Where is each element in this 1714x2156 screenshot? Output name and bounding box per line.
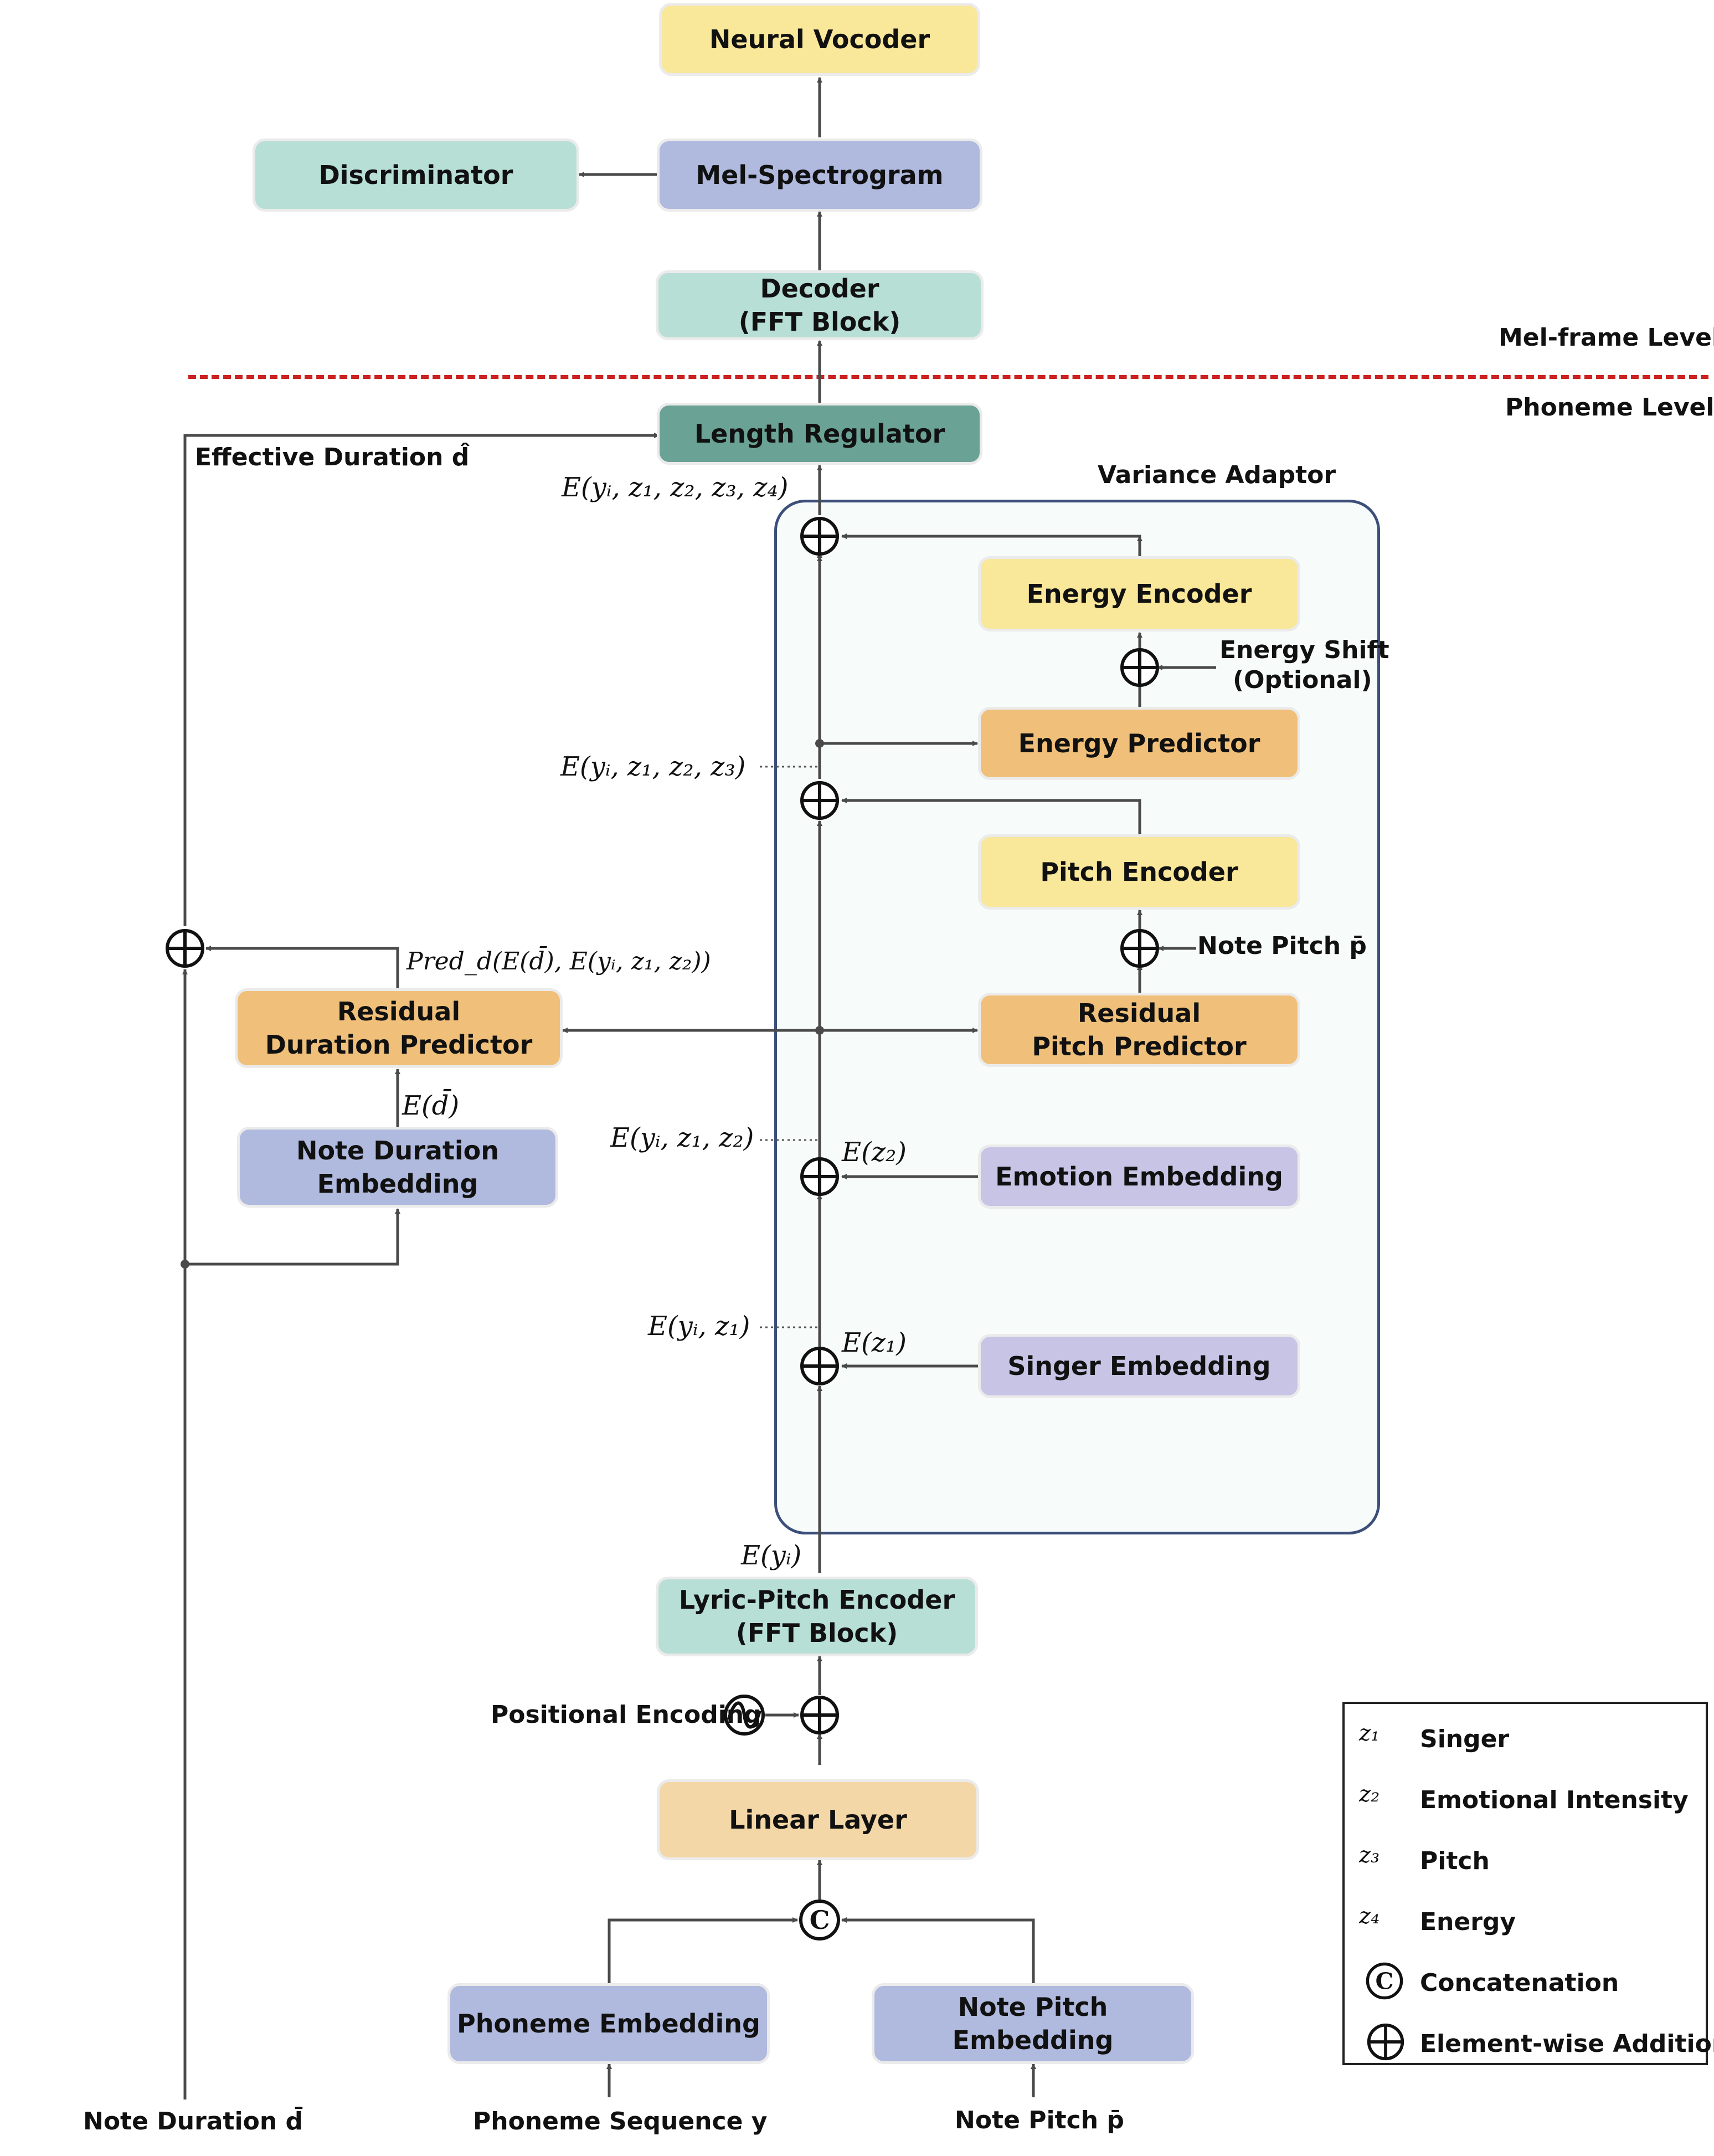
variance-adaptor-label: Variance Adaptor [1098,461,1336,489]
energy-shift-label: Energy Shift [1219,636,1389,664]
legend-item: z₁ Singer [1345,1715,1706,1759]
legend-label: Energy [1420,1908,1516,1936]
plus-circle-icon [800,1157,839,1196]
legend-label: Concatenation [1420,1969,1619,1997]
legend-item: Element-wise Addition [1345,2020,1714,2064]
concat-icon: C [799,1900,840,1941]
legend-symbol: z₃ [1359,1842,1380,1868]
legend-label: Emotional Intensity [1420,1786,1689,1814]
legend-symbol: z₁ [1359,1721,1380,1746]
svg-text:C: C [810,1905,830,1935]
concat-icon: C [1366,1962,1403,2000]
energy-shift-optional-label: (Optional) [1233,666,1372,694]
embedding-dbar-label: E(d̄) [402,1090,460,1121]
embedding-y-z1-label: E(yᵢ, z₁) [648,1311,750,1342]
legend-item: z₃ Pitch [1345,1837,1706,1881]
discriminator-block: Discriminator [253,138,579,212]
legend-label: Element-wise Addition [1420,2030,1714,2058]
mel-frame-level-label: Mel-frame Level [1499,324,1714,352]
legend-item: C Concatenation [1345,1959,1706,2003]
plus-circle-icon [800,1347,839,1385]
energy-predictor-block: Energy Predictor [978,707,1300,780]
plus-circle-icon [800,1696,839,1734]
energy-encoder-block: Energy Encoder [978,556,1300,632]
embedding-z2-label: E(z₂) [842,1137,907,1168]
phoneme-level-label: Phoneme Level [1505,393,1714,422]
embedding-y-label: E(yᵢ) [741,1540,802,1571]
legend-label: Singer [1420,1725,1510,1753]
legend-symbol: z₄ [1359,1903,1380,1929]
sine-wave-icon [724,1695,765,1736]
plus-circle-icon [1367,2023,1404,2061]
legend-symbol: z₂ [1359,1782,1380,1807]
plus-circle-icon [1120,648,1159,687]
level-divider [188,375,1708,379]
input-phoneme-sequence-label: Phoneme Sequence y [473,2107,768,2136]
duration-prediction-label: Pred_d(E(d̄), E(yᵢ, z₁, z₂)) [406,947,711,976]
decoder-block: Decoder(FFT Block) [656,270,984,340]
embedding-z1-label: E(z₁) [842,1327,907,1358]
pitch-encoder-block: Pitch Encoder [978,834,1300,910]
input-note-pitch-label: Note Pitch p̄ [955,2106,1124,2134]
mel-spectrogram-block: Mel-Spectrogram [657,138,982,212]
neural-vocoder-block: Neural Vocoder [659,3,980,76]
positional-encoding-label: Positional Encoding [491,1701,761,1729]
length-regulator-block: Length Regulator [657,403,982,465]
note-pitch-embedding-block: Note Pitch Embedding [872,1983,1194,2064]
linear-layer-block: Linear Layer [657,1779,979,1860]
input-note-duration-label: Note Duration d̄ [83,2107,303,2136]
emotion-embedding-block: Emotion Embedding [978,1144,1300,1209]
svg-text:C: C [1376,1967,1394,1994]
plus-circle-icon [1120,929,1159,968]
note-pitch-side-label: Note Pitch p̄ [1197,932,1367,960]
legend-label: Pitch [1420,1847,1490,1875]
legend: z₁ Singer z₂ Emotional Intensity z₃ Pitc… [1342,1702,1714,2065]
legend-item: z₂ Emotional Intensity [1345,1776,1706,1820]
embedding-y-z123-label: E(yᵢ, z₁, z₂, z₃) [560,751,746,782]
plus-circle-icon [800,781,839,820]
singer-embedding-block: Singer Embedding [978,1334,1300,1398]
embedding-y-z12-label: E(yᵢ, z₁, z₂) [610,1122,754,1153]
effective-duration-label: Effective Duration d̂ [195,443,470,471]
plus-circle-icon [800,517,839,556]
plus-circle-icon [166,929,204,968]
legend-item: z₄ Energy [1345,1898,1706,1942]
lyric-pitch-encoder-block: Lyric-Pitch Encoder(FFT Block) [656,1577,978,1656]
embedding-y-z1234-label: E(yᵢ, z₁, z₂, z₃, z₄) [562,472,789,503]
phoneme-embedding-block: Phoneme Embedding [447,1983,770,2064]
